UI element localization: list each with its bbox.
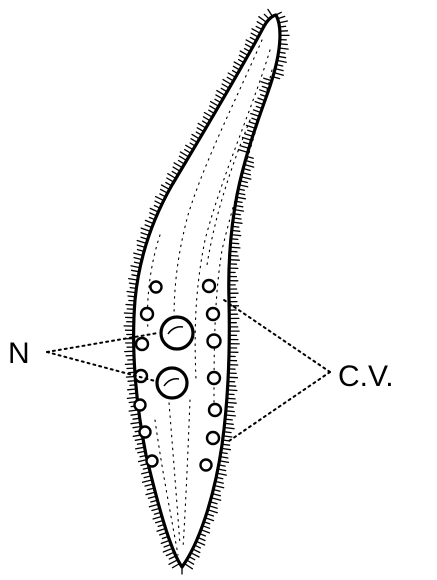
leader-lines-cv [224,300,330,443]
nuclei [157,317,193,398]
contractile-vacuoles-right [201,280,222,471]
label-n: N [8,337,30,370]
cilium [239,150,248,153]
label-cv: C.V. [338,360,394,393]
cytoplasm-stippling [148,40,273,555]
contractile-vacuoles-left [135,282,162,467]
